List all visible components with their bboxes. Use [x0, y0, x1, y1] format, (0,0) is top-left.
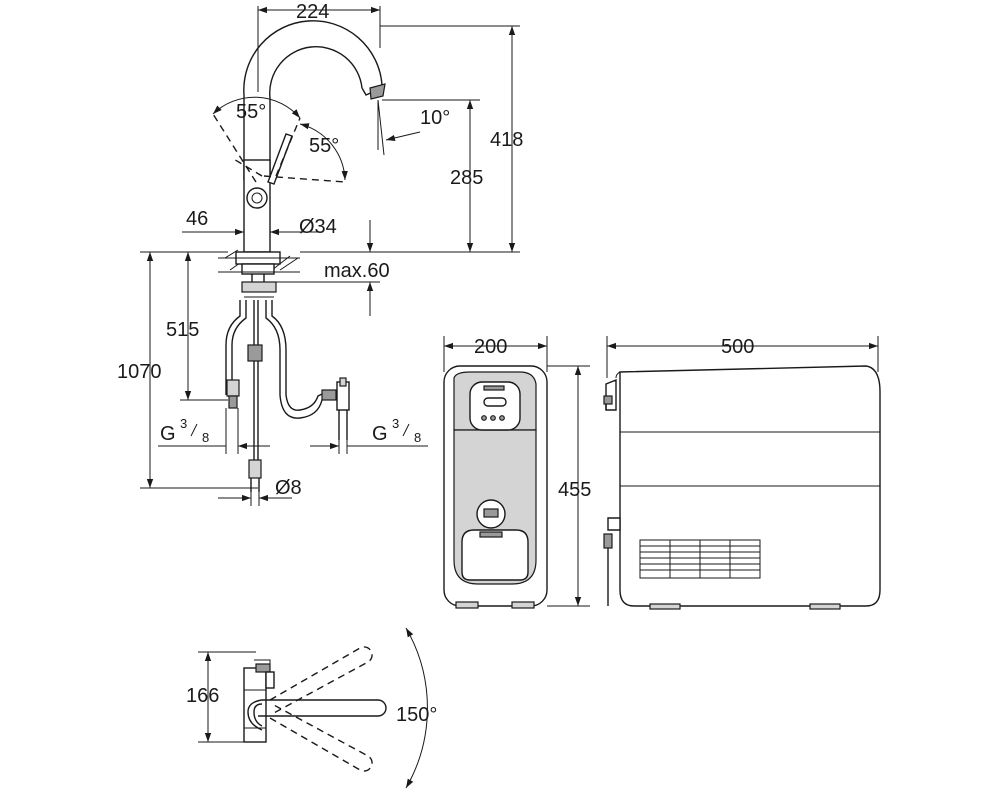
lever-angle-arc-right [299, 123, 348, 181]
unit-side-view: 500 [603, 336, 881, 610]
base-offset-label: 46 [186, 208, 208, 230]
vent-grille [639, 539, 761, 579]
lever-angle-left-label: 55° [236, 101, 266, 123]
svg-text:3: 3 [392, 416, 399, 431]
control-knob [246, 187, 268, 209]
pipe-diameter-label: Ø8 [275, 477, 302, 499]
swivel-angle-arc [405, 627, 428, 789]
svg-text:8: 8 [202, 430, 209, 445]
faucet-spout [243, 20, 383, 180]
length-1070-label: 1070 [117, 361, 162, 383]
unit-front-view: 200 455 [443, 336, 591, 609]
spout-angle-label: 10° [420, 107, 450, 129]
width-200-label: 200 [474, 336, 507, 358]
height-418-label: 418 [490, 129, 523, 151]
svg-text:3: 3 [180, 416, 187, 431]
svg-text:G: G [160, 423, 176, 445]
thread-size-left: G 3 8 [160, 416, 209, 445]
width-224-label: 224 [296, 1, 329, 23]
swivel-angle-label: 150° [396, 704, 437, 726]
lever-angle-right-label: 55° [309, 135, 339, 157]
supply-hose-left [231, 300, 247, 395]
reach-166-label: 166 [186, 685, 219, 707]
plan-base [243, 667, 267, 743]
height-285-label: 285 [450, 167, 483, 189]
svg-text:8: 8 [414, 430, 421, 445]
plan-view: 166 150° [186, 627, 437, 789]
deck-thickness-label: max.60 [324, 260, 390, 282]
spout-outlet [369, 83, 386, 100]
depth-500-label: 500 [721, 336, 754, 358]
supply-hose-right [265, 300, 331, 419]
height-455-label: 455 [558, 479, 591, 501]
faucet-lever [267, 133, 293, 185]
thread-size-right: G 3 8 [372, 416, 421, 445]
base-diameter-label: Ø34 [299, 216, 337, 238]
lever-angle-arc-left [212, 96, 301, 119]
length-515-label: 515 [166, 319, 199, 341]
plan-spout [247, 699, 387, 731]
faucet-elevation: 55° 55° 10° 224 [117, 1, 523, 506]
svg-text:G: G [372, 423, 388, 445]
